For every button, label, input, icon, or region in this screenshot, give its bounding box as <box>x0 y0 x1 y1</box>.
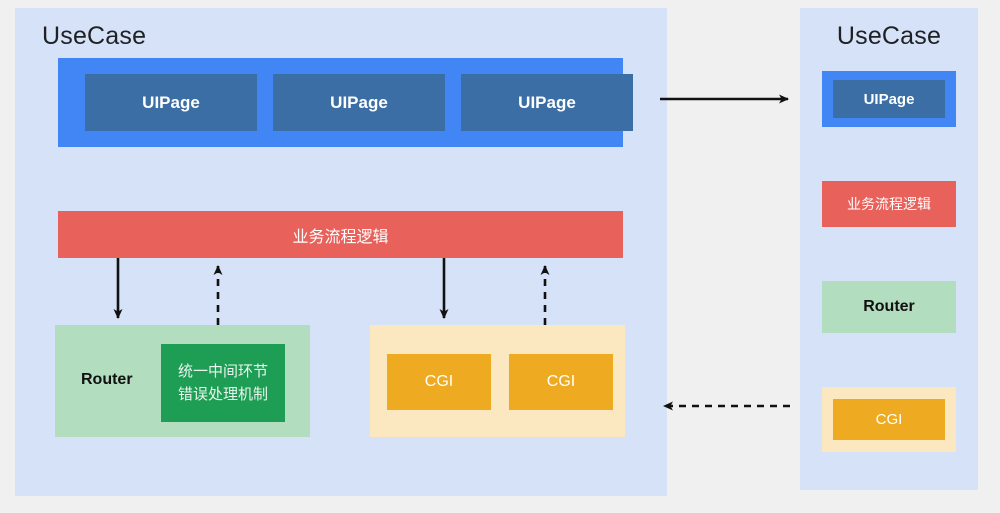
left-router-group: Router 统一中间环节 错误处理机制 <box>55 325 310 437</box>
left-business-logic-bar[interactable]: 业务流程逻辑 <box>58 211 623 258</box>
right-cgi-box[interactable]: CGI <box>833 399 945 440</box>
error-box-line-2: 错误处理机制 <box>177 386 268 403</box>
right-router-box[interactable]: Router <box>822 281 956 333</box>
left-cgi-group: CGI CGI <box>370 325 625 437</box>
right-panel-title: UseCase <box>836 22 942 50</box>
right-cgi-group: CGI <box>822 387 956 452</box>
right-uipage-box[interactable]: UIPage <box>833 80 945 118</box>
left-panel-title: UseCase <box>42 22 147 50</box>
left-router-label: Router <box>81 371 133 388</box>
uipage-box-1[interactable]: UIPage <box>85 74 257 131</box>
left-error-handling-box[interactable]: 统一中间环节 错误处理机制 <box>161 344 285 422</box>
uipage-box-2[interactable]: UIPage <box>273 74 445 131</box>
cgi-box-2[interactable]: CGI <box>509 354 613 410</box>
left-ui-layer-band: UIPage UIPage UIPage <box>58 58 633 147</box>
uipage-box-3[interactable]: UIPage <box>461 74 633 131</box>
cgi-box-1[interactable]: CGI <box>387 354 491 410</box>
right-ui-layer-band: UIPage <box>822 71 956 127</box>
error-box-line-1: 统一中间环节 <box>177 363 268 380</box>
right-business-logic-bar[interactable]: 业务流程逻辑 <box>822 181 956 227</box>
